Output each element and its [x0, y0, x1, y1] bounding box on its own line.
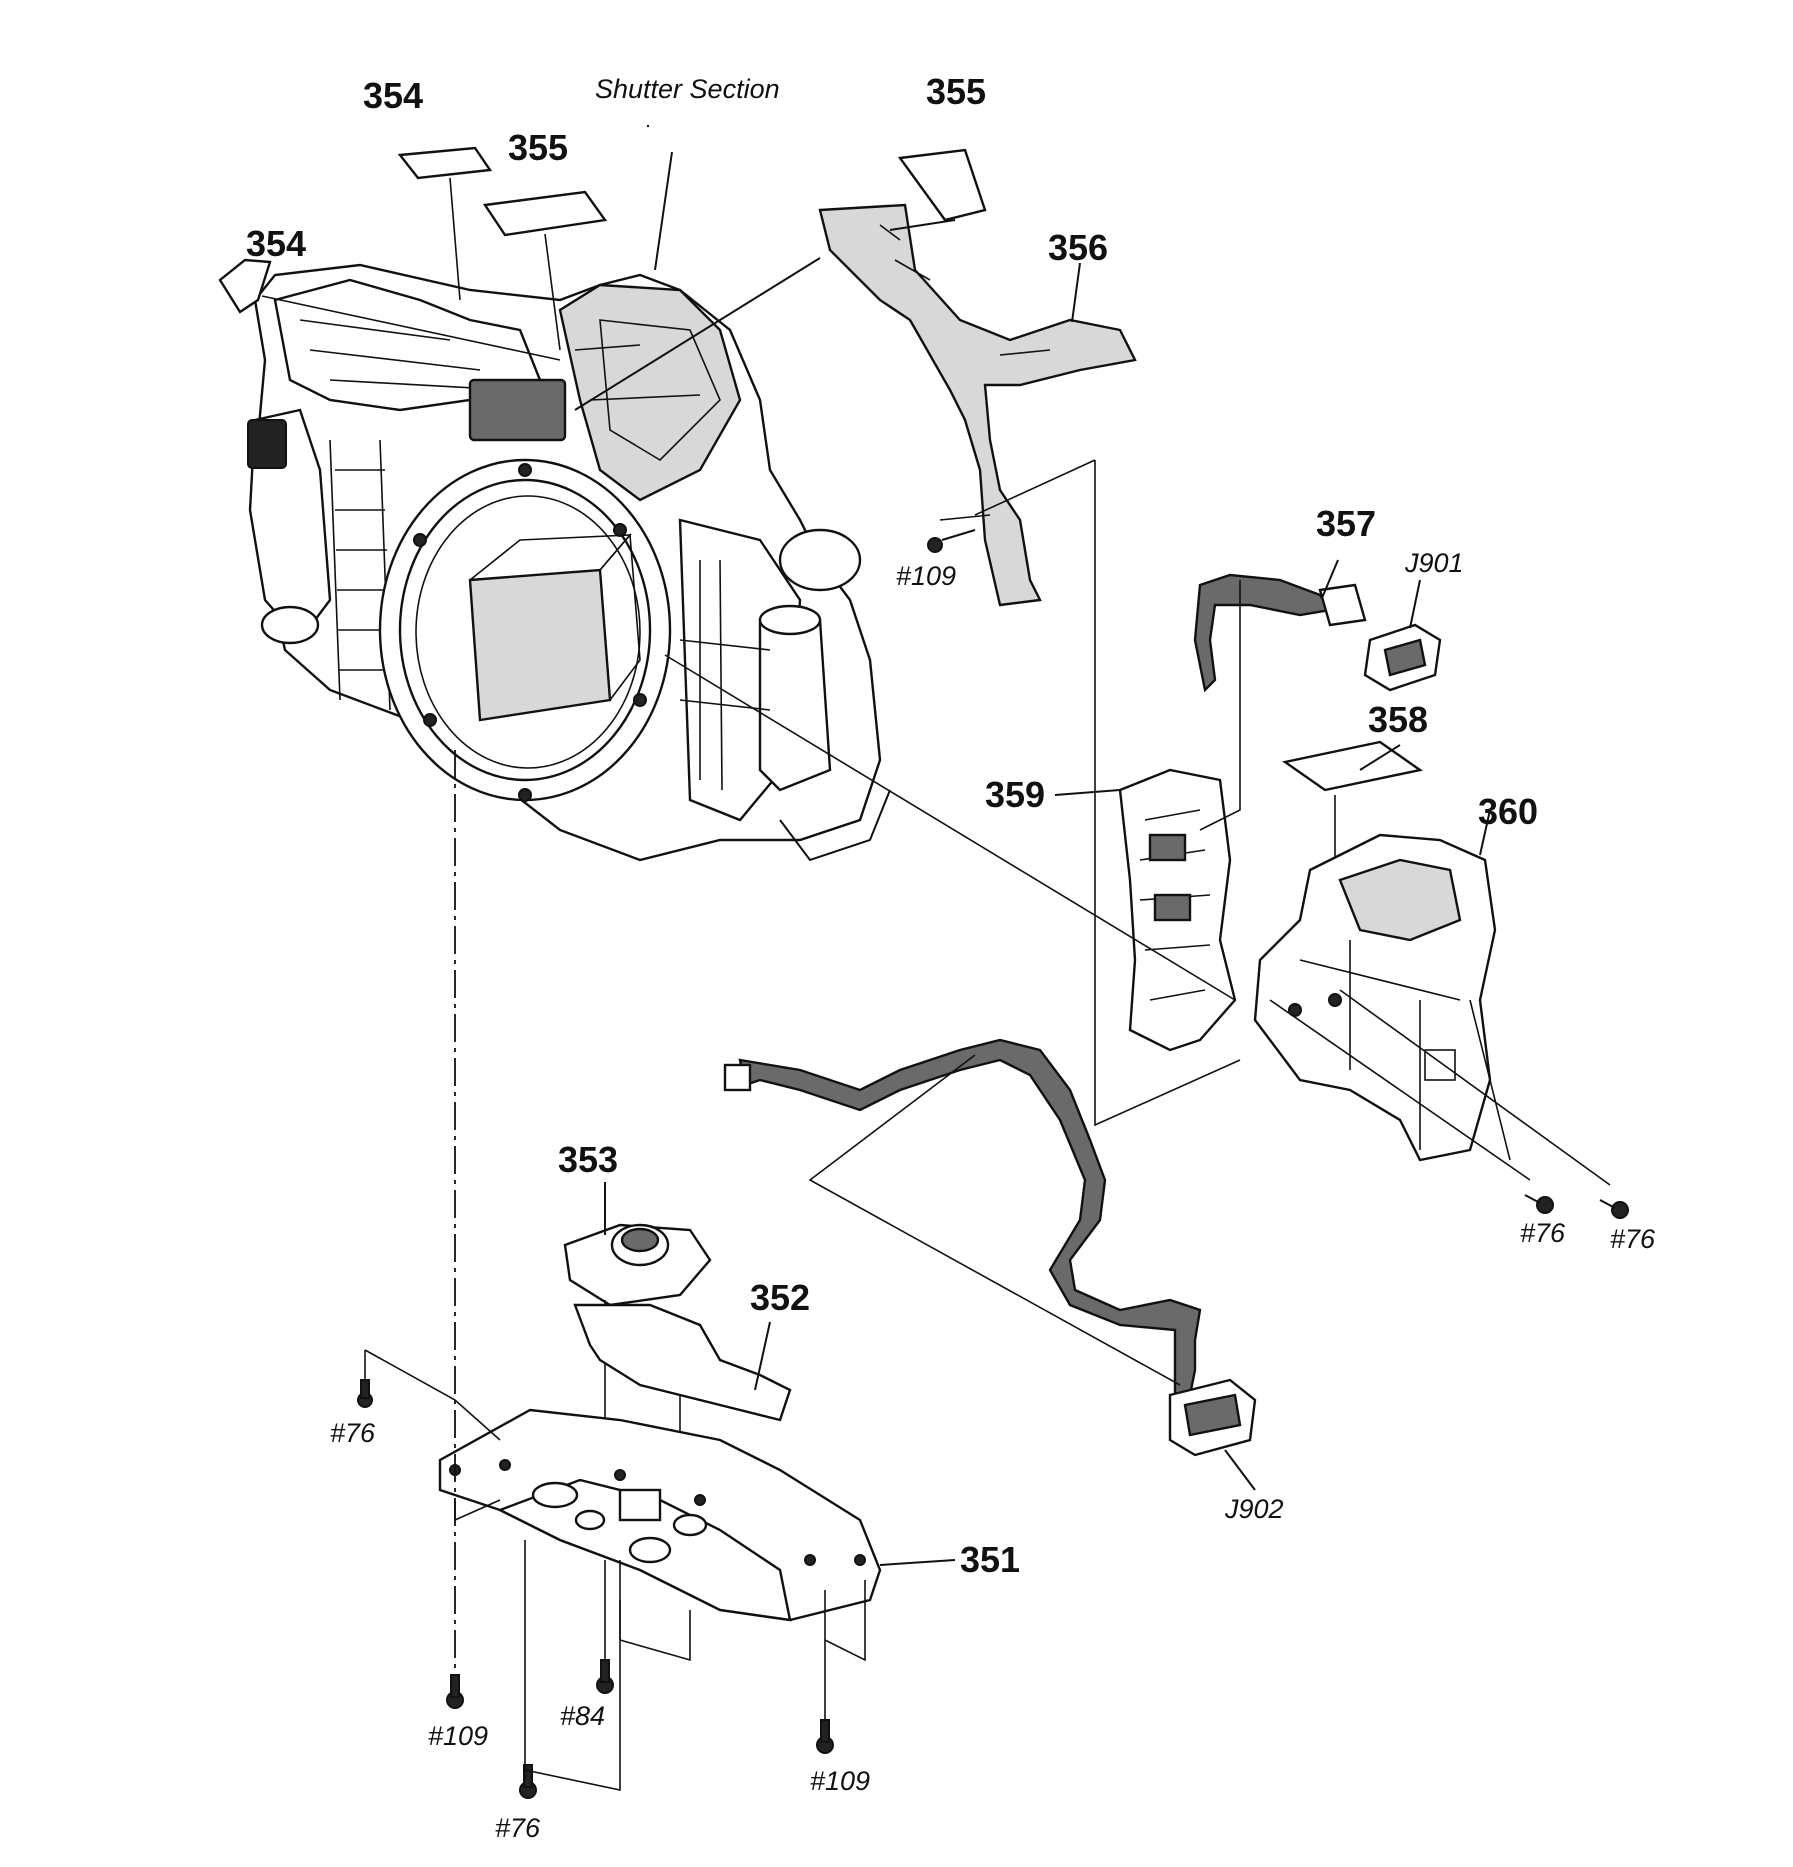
- label-358: 358: [1368, 699, 1428, 740]
- screw-76-right1: [1524, 1194, 1554, 1214]
- part-355-center: [482, 190, 608, 351]
- part-354-top: [397, 146, 493, 301]
- label-351: 351: [960, 1539, 1020, 1580]
- label-353: 353: [558, 1139, 618, 1180]
- label-screw-76-left: #76: [330, 1418, 376, 1448]
- label-screw-109-flex: #109: [896, 561, 956, 591]
- label-screw-84: #84: [560, 1701, 605, 1731]
- part-357-harness: [1193, 559, 1367, 693]
- label-359: 359: [985, 774, 1045, 815]
- label-357: 357: [1316, 503, 1376, 544]
- screw-76-right2: [1599, 1199, 1629, 1219]
- screw-76-left: [357, 1379, 373, 1408]
- part-354-left: [218, 258, 561, 361]
- screw-84: [596, 1659, 614, 1694]
- screw-109-bottom-right: [816, 1719, 834, 1754]
- connector-j902: [1168, 1378, 1257, 1491]
- label-j902: J902: [1224, 1494, 1284, 1524]
- label-screw-76-bottom: #76: [495, 1813, 541, 1843]
- harness-to-j902: [723, 1038, 1202, 1397]
- label-screw-76-right1: #76: [1520, 1218, 1566, 1248]
- label-screw-109-bottom-left: #109: [428, 1721, 488, 1751]
- part-356-flex-cable: [574, 148, 1137, 607]
- assembly-guide-lines: [364, 459, 1611, 1791]
- label-354-left: 354: [246, 223, 306, 264]
- label-352: 352: [750, 1277, 810, 1318]
- part-353: [563, 1182, 712, 1420]
- screw-76-bottom: [519, 1764, 537, 1799]
- label-355-top-right: 355: [926, 71, 986, 112]
- camera-body-assembly: [247, 125, 891, 862]
- label-screw-76-right2: #76: [1610, 1224, 1656, 1254]
- screw-109-bottom-left: [446, 1674, 464, 1709]
- label-355-center: 355: [508, 127, 568, 168]
- part-359-bracket: [1054, 768, 1237, 1052]
- connector-j901: [1363, 579, 1442, 692]
- label-360: 360: [1478, 791, 1538, 832]
- label-screw-109-bottom-right: #109: [810, 1766, 870, 1796]
- part-351-base-plate: [438, 1408, 956, 1622]
- label-356: 356: [1048, 227, 1108, 268]
- screw-109-flex: [927, 529, 976, 553]
- part-360-frame: [1253, 809, 1497, 1162]
- shutter-section-title: Shutter Section: [595, 74, 780, 104]
- label-354-top: 354: [363, 75, 423, 116]
- label-j901: J901: [1404, 548, 1464, 578]
